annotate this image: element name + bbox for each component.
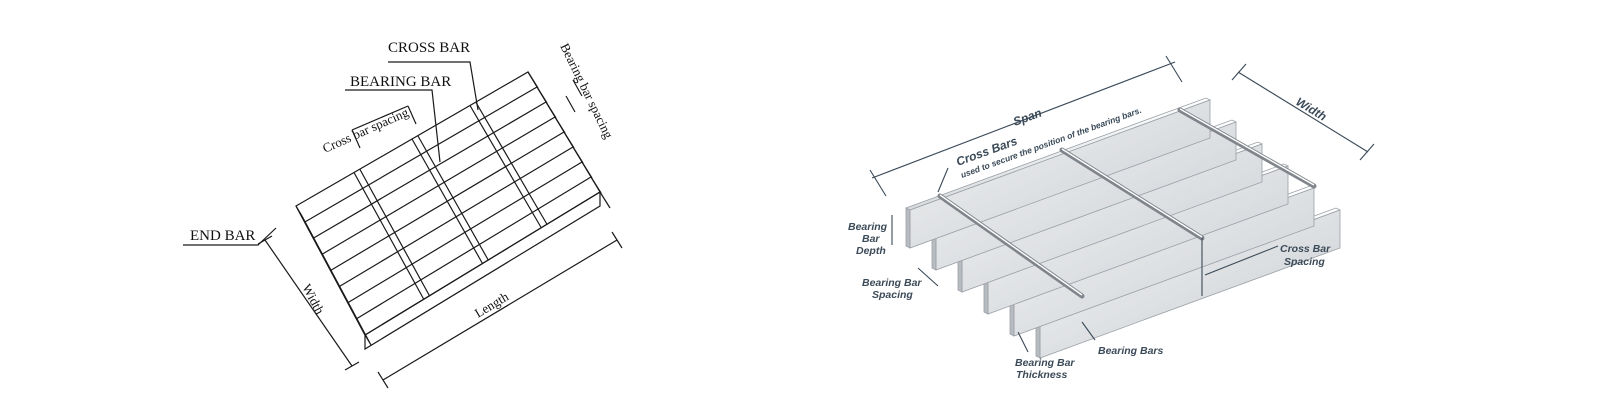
bearing-bar-thickness-arrow bbox=[1017, 331, 1029, 353]
cross-bar-line bbox=[411, 138, 484, 264]
cross-bar-rod bbox=[1059, 147, 1205, 241]
cross-bar-leader bbox=[388, 61, 479, 111]
bearing-bar-spacing-label-1: Bearing Bar bbox=[862, 277, 922, 289]
bearing-bars-leader bbox=[1081, 321, 1096, 341]
bearing-bar-spacing-mark-2 bbox=[565, 95, 576, 113]
cross-bar-spacing-tick-left bbox=[351, 129, 361, 149]
width-tick-top bbox=[257, 235, 273, 245]
end-bar-leader bbox=[183, 227, 277, 246]
grating-photo-illustration: Span Width Cross Bars used to secure the… bbox=[848, 55, 1375, 381]
bearing-bar-fin bbox=[527, 71, 539, 89]
width-label: Width bbox=[299, 281, 327, 317]
bearing-bar-fin bbox=[545, 101, 557, 119]
span-label: Span bbox=[1011, 106, 1043, 129]
cross-bar-spacing-bracket bbox=[351, 105, 409, 131]
bearing-bar-fin bbox=[590, 176, 602, 194]
bearing-bar-fin bbox=[599, 191, 611, 209]
length-tick-right bbox=[611, 231, 623, 249]
width-label-right: Width bbox=[1293, 95, 1329, 124]
cross-bar-rod bbox=[937, 193, 1085, 299]
length-tick-left bbox=[377, 371, 389, 389]
bearing-bar-depth-label-3: Depth bbox=[856, 245, 886, 257]
bearing-bar-thickness-label-1: Bearing Bar bbox=[1015, 357, 1075, 369]
bearing-bar-fin bbox=[581, 161, 593, 179]
grating-grid-outline bbox=[295, 71, 611, 351]
bearing-bar-spacing-label: Bearing bar spacing bbox=[557, 41, 616, 141]
end-bar-label: END BAR bbox=[190, 228, 255, 244]
span-tick-left bbox=[869, 169, 887, 197]
width-tick-top-right bbox=[1231, 63, 1247, 81]
width-tick-bottom bbox=[344, 361, 360, 371]
cross-bar-spacing-tick-right bbox=[407, 105, 417, 125]
bearing-bar-fin bbox=[563, 131, 575, 149]
bearing-bar-fin bbox=[554, 116, 566, 134]
cross-bar-line bbox=[417, 135, 490, 261]
bearing-bar-depth-label-2: Bar bbox=[862, 233, 880, 245]
bearing-bar-thickness-label-2: Thickness bbox=[1016, 369, 1068, 381]
bearing-bar-leader bbox=[345, 89, 441, 163]
length-label: Length bbox=[472, 288, 512, 320]
cross-bars-group bbox=[937, 107, 1317, 299]
cross-bar-spacing-dimension bbox=[1204, 245, 1279, 276]
cross-bar-rod-highlight bbox=[1061, 148, 1203, 238]
cross-bar-label: CROSS BAR bbox=[388, 40, 470, 56]
grating-line-drawing: CROSS BAR BEARING BAR Cross bar spacing … bbox=[183, 40, 623, 389]
cross-bar-spacing-label-1: Cross Bar bbox=[1280, 243, 1331, 255]
bearing-bar-spacing-mark-1 bbox=[572, 79, 583, 97]
cross-bar-line bbox=[469, 105, 542, 229]
bearing-bar-spacing-label-2: Spacing bbox=[872, 289, 913, 301]
cross-bar-line bbox=[353, 172, 425, 300]
bearing-bars-label: Bearing Bars bbox=[1098, 345, 1164, 357]
width-dimension-line-right bbox=[1237, 71, 1369, 153]
side-bar-face bbox=[364, 190, 601, 351]
cross-bars-leader bbox=[937, 167, 949, 193]
cross-bar-line bbox=[359, 169, 431, 297]
width-dimension-line bbox=[264, 239, 353, 367]
length-dimension-line bbox=[382, 239, 618, 381]
bearing-bar-spacing-arrow bbox=[917, 267, 939, 287]
cross-bar-rod bbox=[1177, 107, 1317, 189]
bearing-bar-fin bbox=[572, 146, 584, 164]
cross-bar-spacing-label-2: Spacing bbox=[1284, 256, 1325, 268]
width-tick-bottom-right bbox=[1359, 143, 1375, 161]
bearing-bars-group bbox=[904, 97, 1342, 359]
cross-bar-rod-highlight bbox=[1179, 108, 1315, 186]
bearing-bar-depth-label-1: Bearing bbox=[848, 221, 888, 233]
cross-bar-line bbox=[475, 102, 548, 226]
cross-bar-rod-highlight bbox=[939, 194, 1083, 296]
bearing-bar-fin bbox=[536, 86, 548, 104]
span-tick-right bbox=[1165, 55, 1183, 83]
span-dimension-line bbox=[871, 61, 1176, 179]
bearing-bar-label: BEARING BAR bbox=[350, 74, 451, 90]
bearing-bar-end bbox=[905, 207, 911, 249]
